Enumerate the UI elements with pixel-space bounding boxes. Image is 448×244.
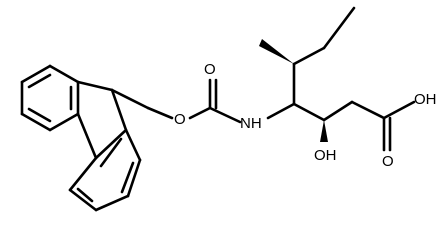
acid-oxygen-label: O (382, 153, 394, 170)
fluorene-lower-ring (68, 128, 142, 212)
methyl-wedge (259, 39, 294, 64)
fluorene-five-ring (76, 80, 128, 160)
side-chain (292, 6, 356, 106)
acid-hydroxyl-label: OH (414, 91, 437, 108)
carbonyl-oxygen-label: O (204, 61, 216, 78)
hydroxyl-label: OH (314, 147, 337, 164)
fluorene-left-ring (20, 64, 80, 132)
amine-label: NH (240, 115, 262, 132)
ester-oxygen-label: O (174, 111, 186, 128)
backbone-chain (266, 100, 416, 152)
fmoc-carbamate (110, 78, 242, 124)
hydroxyl-wedge (320, 120, 328, 142)
